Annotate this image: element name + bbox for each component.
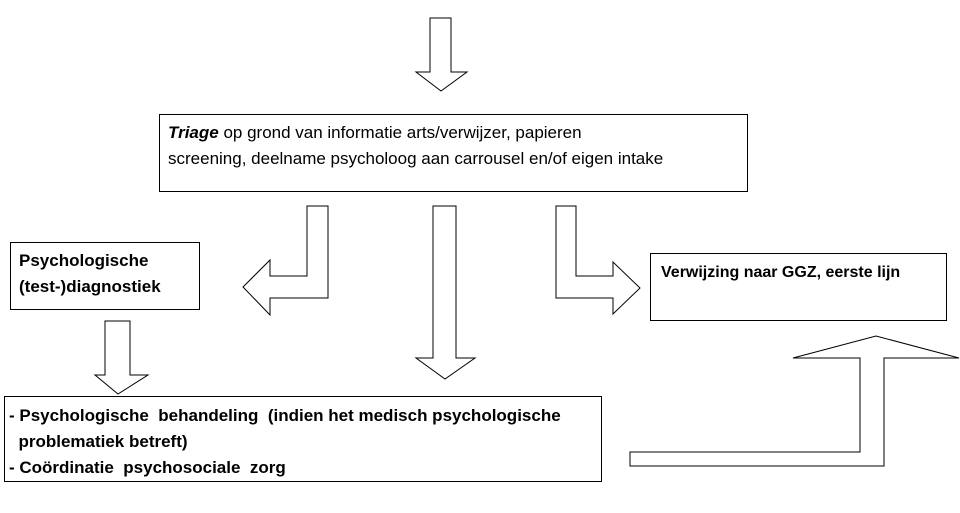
referral-box (650, 253, 947, 321)
treatment-line-1: - Psychologische behandeling (indien het… (9, 406, 561, 425)
triage-line-1: Triage op grond van informatie arts/verw… (168, 120, 582, 145)
diagnostics-line-2: (test-)diagnostiek (19, 277, 161, 296)
arrow-return-up (629, 335, 960, 467)
arrow-down-left (93, 320, 150, 395)
diagnostics-box (10, 242, 200, 310)
diagnostics-line-1: Psychologische (19, 251, 149, 270)
arrow-down-center (414, 205, 477, 380)
triage-box (159, 114, 748, 192)
arrow-bend-left (242, 205, 329, 317)
treatment-box (4, 396, 602, 482)
triage-keyword: Triage (168, 123, 219, 142)
triage-line-1-text: op grond van informatie arts/verwijzer, … (218, 123, 582, 142)
treatment-line-2: problematiek betreft) (9, 432, 188, 451)
arrow-down-top (414, 17, 469, 92)
triage-line-2: screening, deelname psycholoog aan carro… (168, 149, 664, 168)
treatment-line-3: - Coördinatie psychosociale zorg (9, 458, 286, 477)
referral-label: Verwijzing naar GGZ, eerste lijn (661, 264, 901, 281)
arrow-bend-right (555, 205, 641, 316)
